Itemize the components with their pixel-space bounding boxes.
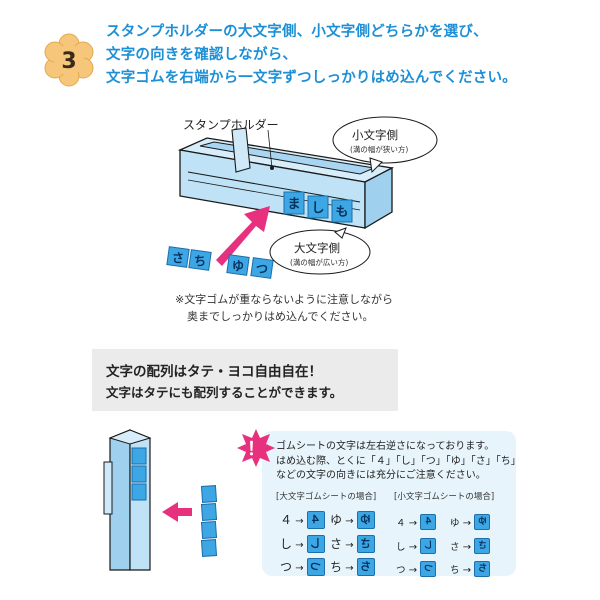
mirrored-chip: ４ (420, 513, 437, 530)
mirror-pair: し → し (280, 533, 325, 553)
mirror-pair: さ → さ (450, 535, 491, 554)
rubber-chips-row: さ ち ゆ つ (166, 246, 274, 279)
normal-char: つ (280, 560, 293, 574)
mirror-pair: つ → つ (280, 556, 325, 576)
note-line: ※文字ゴムが重ならないように注意しながら (175, 293, 393, 306)
arrow-icon: → (292, 540, 307, 551)
arrow-icon: → (342, 563, 357, 574)
small-side-sub: (溝の幅が狭い方) (350, 145, 409, 154)
arrow-icon: → (292, 563, 307, 574)
normal-char: し (396, 542, 406, 553)
instruction-line: 文字ゴムを右端から一文字ずつしっかりはめ込んでください。 (106, 70, 517, 86)
normal-char: ゆ (330, 513, 343, 527)
normal-char: ち (330, 560, 343, 574)
stamp-holder-illustration: ま し も さ ち ゆ つ (166, 116, 438, 279)
svg-text:さ: さ (172, 251, 184, 265)
svg-text:ゆ: ゆ (232, 259, 244, 273)
inserted-chips: ま し も (283, 191, 353, 223)
normal-char: し (280, 537, 293, 551)
arrow-icon: → (405, 542, 421, 553)
mirrored-chip: し (420, 537, 437, 554)
arrow-icon: → (342, 516, 357, 527)
insertion-note: ※文字ゴムが重ならないように注意しながら 奥までしっかりはめ込んでください。 (175, 291, 465, 325)
svg-text:も: も (335, 205, 348, 220)
layout-tip-title: 文字の配列はタテ・ヨコ自由自在！ (106, 364, 322, 380)
mirrored-chip: ゆ (356, 510, 375, 529)
arrow-icon: → (342, 540, 357, 551)
small-sheet-header: [小文字ゴムシートの場合] (394, 492, 495, 502)
svg-text:つ: つ (256, 262, 268, 276)
mirror-pair: さ → さ (330, 533, 375, 553)
warning-line: ゴムシートの文字は左右逆さになっております。 (276, 441, 495, 452)
svg-text:ま: ま (287, 197, 300, 212)
instruction-line: 文字の向きを確認しながら、 (106, 47, 298, 63)
normal-char: ４ (396, 518, 406, 529)
arrow-icon: → (405, 518, 421, 529)
large-sheet-header: [大文字ゴムシートの場合] (276, 492, 377, 502)
layout-tip-body: 文字はタテにも配列することができます。 (106, 385, 343, 400)
note-line: 奥までしっかりはめ込んでください。 (187, 310, 374, 323)
mirrored-chip: さ (474, 537, 491, 554)
normal-char: さ (450, 542, 460, 553)
mirrored-chip: さ (356, 534, 375, 553)
mirror-pair: ち → ち (330, 556, 375, 576)
warning-line: などの文字の向きには充分にご注意ください。 (276, 470, 486, 481)
mirror-pair: し → し (396, 535, 437, 554)
svg-text:し: し (311, 201, 324, 216)
arrow-icon: → (292, 516, 307, 527)
small-side-title: 小文字側 (352, 128, 398, 142)
mirror-pair: ゆ → ゆ (330, 509, 375, 529)
arrow-icon: → (459, 542, 475, 553)
normal-char: ゆ (450, 518, 460, 529)
warning-info-box (262, 431, 516, 576)
arrow-icon: → (405, 565, 421, 576)
mirrored-chip: ４ (306, 510, 325, 529)
normal-char: つ (396, 565, 406, 576)
mirror-pair: つ → つ (396, 558, 437, 577)
mirrored-chip: ゆ (474, 513, 491, 530)
mirror-pair: ち → ち (450, 558, 491, 577)
layout-tip-box: 文字の配列はタテ・ヨコ自由自在！ 文字はタテにも配列することができます。 (92, 349, 398, 411)
arrow-icon: → (459, 518, 475, 529)
large-side-sub: (溝の幅が広い方) (290, 258, 349, 267)
mirrored-chip: ち (356, 557, 375, 576)
mirrored-chip: つ (306, 557, 325, 576)
arrow-icon: → (459, 565, 475, 576)
normal-char: ち (450, 565, 460, 576)
svg-text:！: ！ (247, 439, 265, 460)
warning-text: ゴムシートの文字は左右逆さになっております。 はめ込む際、とくに「４」「し」「つ… (276, 440, 521, 484)
step-number-badge: 3 (44, 33, 94, 87)
warning-icon: ！ (237, 429, 275, 467)
mirror-pair: ４ → ４ (396, 511, 437, 530)
mirrored-chip: ち (474, 560, 491, 577)
normal-char: さ (330, 537, 343, 551)
large-side-title: 大文字側 (294, 241, 340, 255)
normal-char: ４ (280, 513, 293, 527)
mirrored-chip: つ (420, 560, 437, 577)
instruction-line: スタンプホルダーの大文字側、小文字側どちらかを選び、 (106, 24, 488, 40)
step-number: 3 (61, 49, 76, 74)
step-instructions: スタンプホルダーの大文字側、小文字側どちらかを選び、 文字の向きを確認しながら、… (106, 21, 586, 90)
mirrored-chip: し (306, 534, 325, 553)
warning-line: はめ込む際、とくに「４」「し」「つ」「ゆ」「さ」「ち」 (276, 455, 521, 467)
mirror-pair: ゆ → ゆ (450, 511, 491, 530)
vertical-holder-illustration (103, 429, 218, 571)
svg-text:ち: ち (194, 254, 206, 268)
holder-label: スタンプホルダー (183, 118, 279, 132)
mirror-pair: ４ → ４ (280, 509, 325, 529)
